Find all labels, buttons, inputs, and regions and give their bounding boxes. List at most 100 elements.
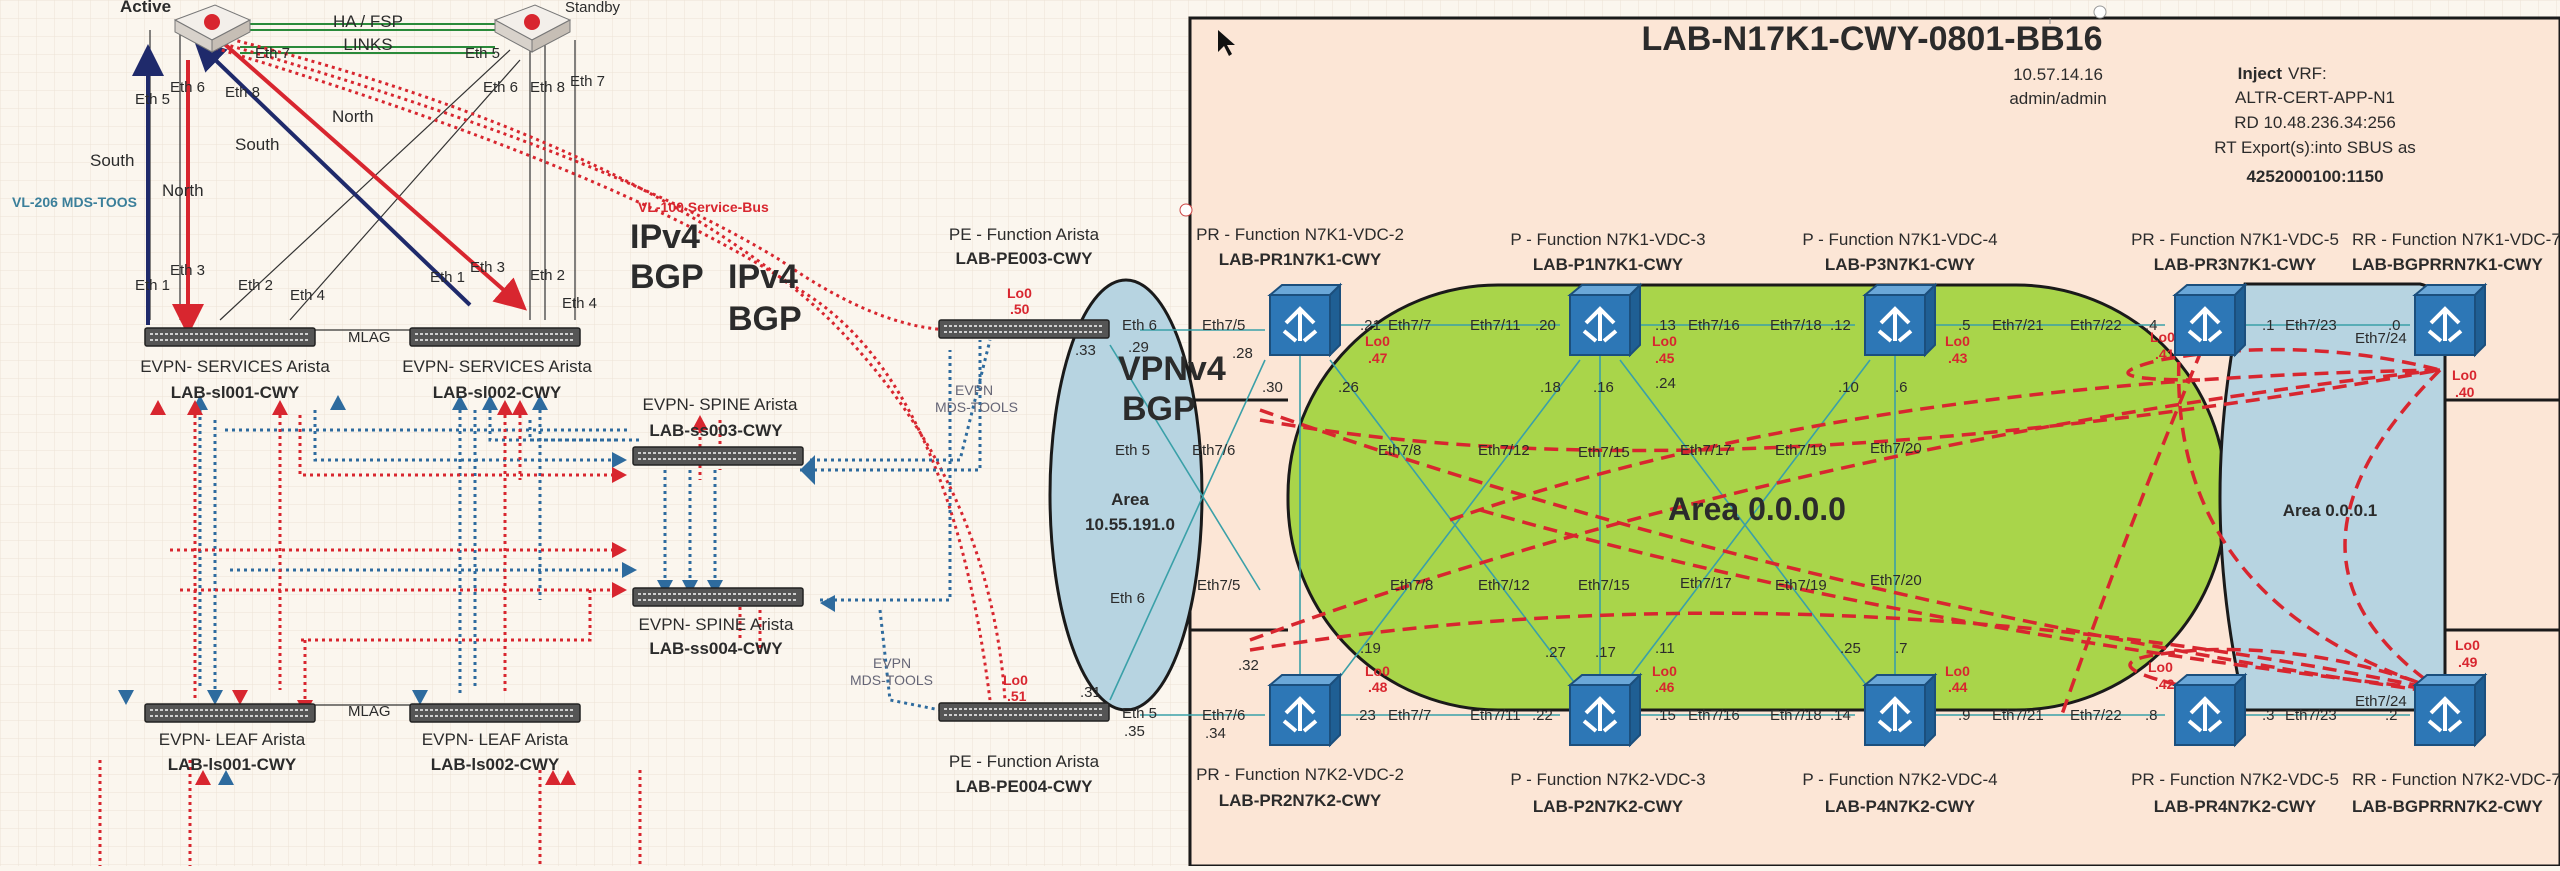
switch-sl001[interactable]	[144, 327, 316, 347]
p4-role: P - Function N7K2-VDC-4	[1802, 770, 1997, 789]
link-label: Eth7/21	[1992, 317, 2044, 334]
switch-ss004[interactable]	[632, 587, 804, 607]
bgp-label-a: BGP	[630, 258, 704, 296]
port-label: Eth 1	[135, 277, 170, 294]
link-label: .34	[1205, 725, 1226, 742]
loopback-label: Lo0	[2148, 659, 2173, 675]
loopback-ip: .46	[1655, 679, 1675, 695]
ss003-role: EVPN- SPINE Arista	[643, 395, 798, 414]
link-label: .23	[1355, 707, 1376, 724]
link-label: Eth7/11	[1470, 707, 1521, 724]
link-label: Eth7/7	[1388, 707, 1431, 724]
router-p3[interactable]	[1863, 283, 1937, 357]
switch-pe004[interactable]	[938, 702, 1110, 722]
link-label: .4	[2145, 317, 2158, 334]
port-label: Eth 5	[1115, 442, 1150, 459]
port-label: Eth 8	[530, 79, 565, 96]
link-label: .18	[1540, 379, 1561, 396]
p1-role: P - Function N7K1-VDC-3	[1510, 230, 1705, 249]
p3-role: P - Function N7K1-VDC-4	[1802, 230, 1997, 249]
port-label: Eth 2	[238, 277, 273, 294]
router-pr2[interactable]	[1268, 673, 1342, 747]
loopback-label: Lo0	[1365, 663, 1390, 679]
link-label: Eth7/21	[1992, 707, 2044, 724]
pe003-name: LAB-PE003-CWY	[956, 249, 1094, 268]
pr3-role: PR - Function N7K1-VDC-5	[2131, 230, 2339, 249]
switch-sl002[interactable]	[409, 327, 581, 347]
mouse-cursor-icon	[1218, 30, 1235, 56]
port-label: Eth 7	[570, 73, 605, 90]
link-label: Eth7/12	[1478, 442, 1530, 459]
rr2-role: RR - Function N7K2-VDC-7	[2352, 770, 2560, 789]
vlan-206-label: VL-206 MDS-TOOS	[12, 194, 137, 210]
port-label: Eth 1	[430, 269, 465, 286]
switch-ls001[interactable]	[144, 703, 316, 723]
router-p1[interactable]	[1568, 283, 1642, 357]
loopback-ip: .41	[2155, 346, 2175, 362]
router-rr2[interactable]	[2413, 673, 2487, 747]
pe004-role: PE - Function Arista	[949, 752, 1100, 771]
pr3-name: LAB-PR3N7K1-CWY	[2154, 255, 2317, 274]
loopback-label: Lo0	[1365, 333, 1390, 349]
standby-firewall[interactable]	[493, 4, 572, 53]
p3-name: LAB-P3N7K1-CWY	[1825, 255, 1976, 274]
leaf-mlag-label: MLAG	[348, 703, 391, 720]
mds-label: EVPN	[873, 655, 911, 671]
link-label: .7	[1895, 640, 1908, 657]
link-label: Eth7/23	[2285, 317, 2337, 334]
mds-label: MDS-TOOLS	[850, 672, 933, 688]
router-pr4[interactable]	[2173, 673, 2247, 747]
pe-area-subnet: 10.55.191.0	[1085, 515, 1175, 534]
router-p4[interactable]	[1863, 673, 1937, 747]
link-label: Eth7/17	[1680, 575, 1732, 592]
link-label: .20	[1535, 317, 1556, 334]
p4-name: LAB-P4N7K2-CWY	[1825, 797, 1976, 816]
loopback-label: Lo0	[1652, 663, 1677, 679]
switch-pe003[interactable]	[938, 319, 1110, 339]
link-label: Eth7/15	[1578, 444, 1630, 461]
port-label: Eth 3	[470, 259, 505, 276]
loopback-ip: .51	[1007, 688, 1027, 704]
link-label: .26	[1338, 379, 1359, 396]
loopback-ip: .45	[1655, 350, 1675, 366]
link-label: .12	[1830, 317, 1851, 334]
link-label: Eth7/5	[1197, 577, 1240, 594]
rr1-role: RR - Function N7K1-VDC-7	[2352, 230, 2560, 249]
router-pr3[interactable]	[2173, 283, 2247, 357]
ss004-name: LAB-ss004-CWY	[649, 639, 783, 658]
flow-south-1: South	[90, 151, 134, 170]
bgp-label-b: BGP	[728, 300, 802, 338]
link-label: Eth7/16	[1688, 317, 1740, 334]
sl002-name: LAB-sl002-CWY	[433, 383, 562, 402]
active-label: Active	[120, 0, 171, 16]
link-label: Eth7/23	[2285, 707, 2337, 724]
router-p2[interactable]	[1568, 673, 1642, 747]
link-label: .14	[1830, 707, 1851, 724]
switch-ls002[interactable]	[409, 703, 581, 723]
loopback-label: Lo0	[2455, 637, 2480, 653]
loopback-ip: .50	[1010, 301, 1030, 317]
switch-ss003[interactable]	[632, 446, 804, 466]
area-0-label: Area 0.0.0.0	[1668, 491, 1846, 527]
ls001-name: LAB-ls001-CWY	[168, 755, 297, 774]
loopback-ip: .48	[1368, 679, 1388, 695]
link-label: Eth7/5	[1202, 317, 1245, 334]
active-firewall[interactable]	[173, 4, 252, 53]
sl001-role: EVPN- SERVICES Arista	[140, 357, 330, 376]
pr1-name: LAB-PR1N7K1-CWY	[1219, 250, 1382, 269]
router-pr1[interactable]	[1268, 283, 1342, 357]
link-label: Eth7/22	[2070, 707, 2122, 724]
link-label: Eth7/19	[1775, 442, 1827, 459]
link-label: .8	[2145, 707, 2158, 724]
link-label: .10	[1838, 379, 1859, 396]
ospf-area-1	[2218, 282, 2447, 712]
link-label: .13	[1655, 317, 1676, 334]
router-rr1[interactable]	[2413, 283, 2487, 357]
ls002-name: LAB-ls002-CWY	[431, 755, 560, 774]
link-label: .6	[1895, 379, 1908, 396]
ls001-role: EVPN- LEAF Arista	[159, 730, 306, 749]
ip-label: .31	[1080, 684, 1101, 701]
link-label: Eth7/24	[2355, 693, 2407, 710]
port-label: Eth 5	[465, 45, 500, 62]
link-label: Eth7/20	[1870, 572, 1922, 589]
